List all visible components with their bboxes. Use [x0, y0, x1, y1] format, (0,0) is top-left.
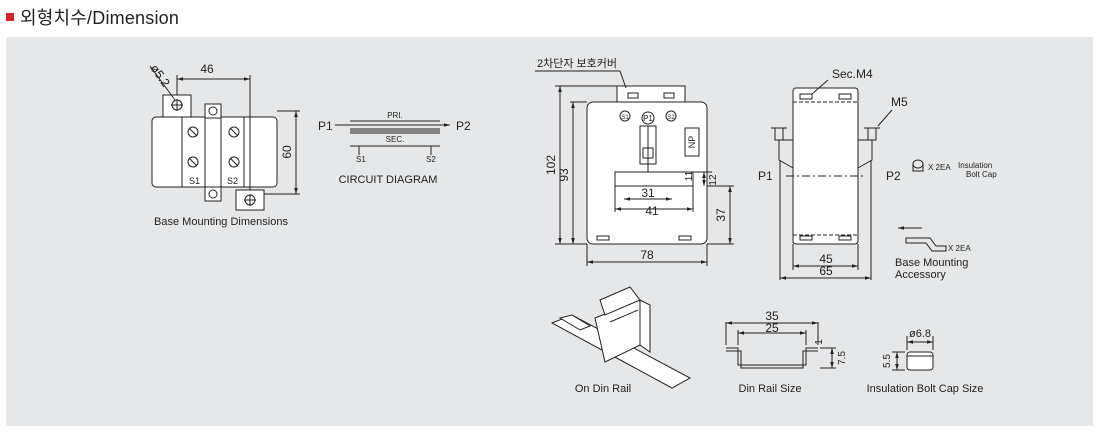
- dim-width-label: 46: [200, 62, 214, 76]
- dim-37-label: 37: [714, 208, 728, 222]
- bolt-cap-size-drawing: [892, 336, 934, 371]
- dim-cap-dia-label: ø6.8: [909, 328, 931, 340]
- circuit-caption: CIRCUIT DIAGRAM: [339, 174, 438, 186]
- circuit-pri-label: PRI.: [387, 111, 403, 120]
- dim-31-label: 31: [641, 186, 655, 200]
- cap-label-1: Insulation: [958, 161, 992, 170]
- dim-41-label: 41: [645, 204, 659, 218]
- din-rail-3d-drawing: [550, 286, 692, 389]
- bolt-cap-size-caption: Insulation Bolt Cap Size: [867, 383, 984, 395]
- circuit-diagram: [335, 120, 450, 155]
- dim-102-label: 102: [544, 155, 558, 175]
- dim-45-label: 45: [819, 252, 833, 266]
- base-mounting-drawing: [149, 65, 300, 211]
- acc-qty-label: X 2EA: [948, 244, 971, 253]
- dim-7-5-label: 7.5: [837, 351, 848, 365]
- din-rail-size-caption: Din Rail Size: [739, 383, 802, 395]
- dim-height-label: 60: [280, 145, 294, 159]
- m5-label: M5: [891, 95, 908, 109]
- din-rail-size-drawing: [725, 321, 836, 369]
- dim-1-label: 1: [814, 339, 825, 345]
- terminal-s2-label: S2: [227, 176, 238, 186]
- mark-s2-label: S2: [667, 115, 675, 121]
- dim-65-label: 65: [819, 264, 833, 278]
- red-square-icon: [6, 13, 14, 21]
- dim-78-label: 78: [640, 248, 654, 262]
- front-view-drawing: [535, 70, 734, 266]
- dim-93-label: 93: [557, 168, 571, 182]
- dim-cap-h-label: 5.5: [882, 354, 893, 368]
- mark-p1-label: P1: [643, 114, 653, 123]
- circuit-s2-label: S2: [426, 155, 436, 164]
- circuit-p1-label: P1: [318, 119, 333, 133]
- terminal-s1-label: S1: [189, 176, 200, 186]
- cover-label: 2차단자 보호커버: [537, 57, 617, 70]
- base-mounting-caption: Base Mounting Dimensions: [154, 216, 288, 228]
- cap-qty-label: X 2EA: [928, 163, 951, 172]
- cap-label-2: Bolt Cap: [966, 170, 997, 179]
- acc-label-2: Accessory: [895, 269, 946, 281]
- mark-np-label: NP: [687, 136, 697, 149]
- dim-hole-label: ø5.2: [148, 62, 173, 90]
- dim-12-label: 12: [708, 174, 719, 186]
- side-p1-label: P1: [758, 169, 773, 183]
- section-header: 외형치수/Dimension: [6, 4, 179, 30]
- section-title: 외형치수/Dimension: [20, 8, 180, 28]
- mark-s1-label: S1: [621, 115, 629, 121]
- dim-35-label: 35: [765, 309, 779, 323]
- sec-m4-label: Sec.M4: [832, 67, 873, 81]
- dim-11-label: 11: [684, 170, 695, 181]
- circuit-sec-label: SEC.: [386, 135, 405, 144]
- acc-label-1: Base Mounting: [895, 257, 968, 269]
- dim-25-label: 25: [765, 321, 779, 335]
- side-p2-label: P2: [886, 169, 901, 183]
- din-rail-caption: On Din Rail: [575, 383, 631, 395]
- side-view-drawing: [771, 79, 947, 280]
- circuit-s1-label: S1: [356, 155, 366, 164]
- circuit-p2-label: P2: [456, 119, 471, 133]
